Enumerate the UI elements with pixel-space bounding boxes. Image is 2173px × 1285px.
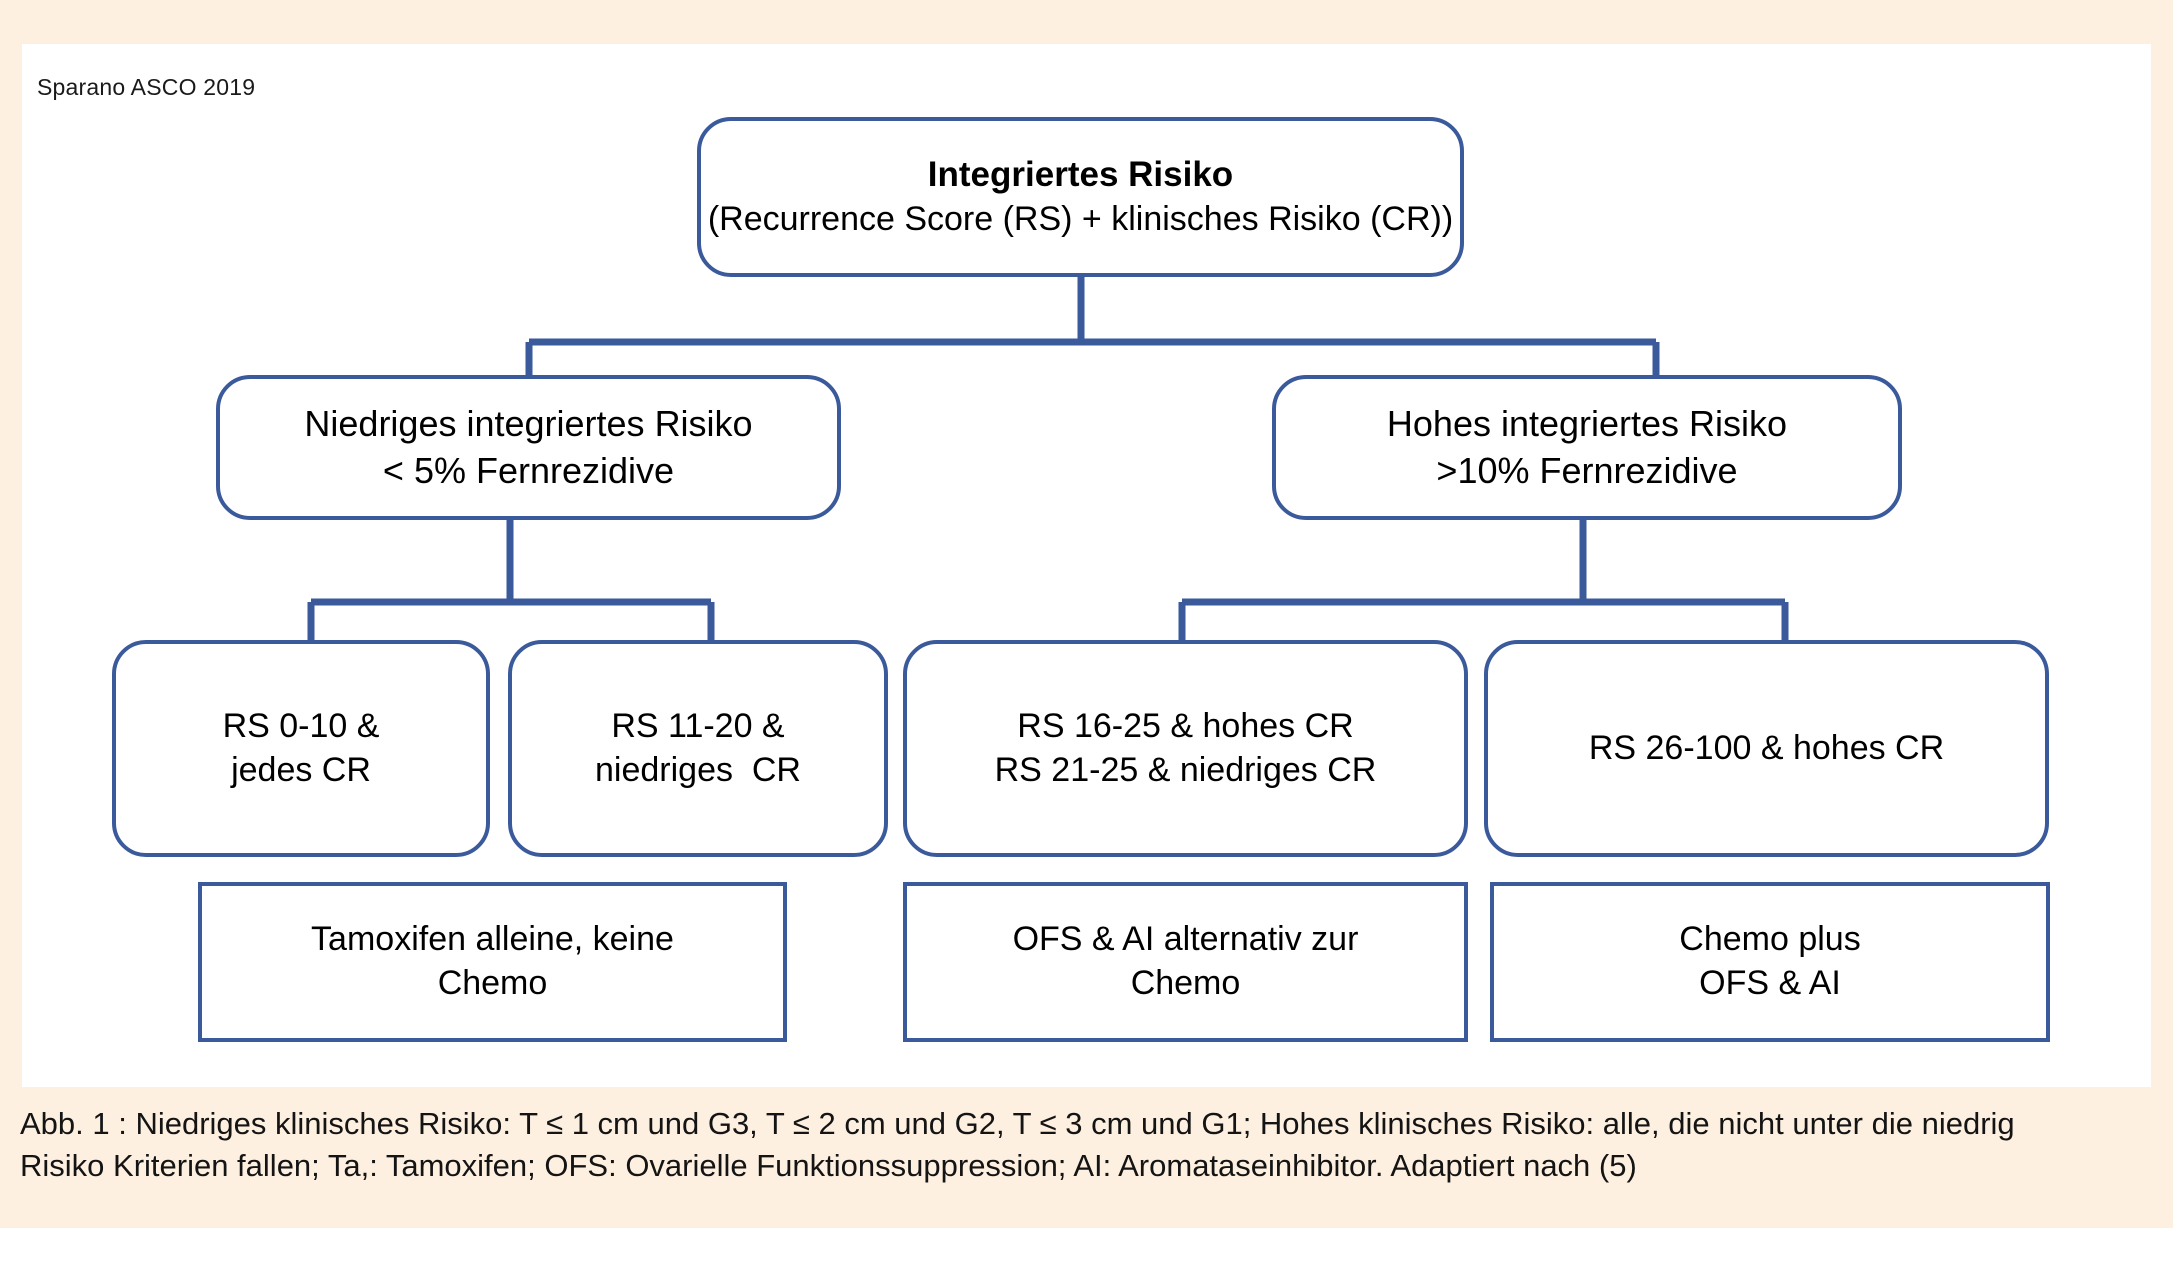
node-integriertes-risiko[interactable]: Integriertes Risiko (Recurrence Score (R… xyxy=(697,117,1464,277)
node-rs-11-20-line2: niedriges CR xyxy=(595,750,801,789)
node-hohes-integriertes-risiko[interactable]: Hohes integriertes Risiko >10% Fernrezid… xyxy=(1272,375,1902,520)
node-treat-tam-line2: Chemo xyxy=(437,964,548,1002)
node-treat-ofs-line1: OFS & AI alternativ zur xyxy=(1012,920,1359,959)
node-low-risk-line1: Niedriges integriertes Risiko xyxy=(304,403,753,445)
node-rs-0-10-line1: RS 0-10 & xyxy=(222,706,380,745)
node-treat-chemo-line2: OFS & AI xyxy=(1699,964,1841,1002)
node-rs-16-25-line1: RS 16-25 & hohes CR xyxy=(1017,706,1354,745)
node-rs-11-20-line1: RS 11-20 & xyxy=(611,706,785,745)
figure-caption: Abb. 1 : Niedriges klinisches Risiko: T … xyxy=(20,1103,2140,1187)
node-treatment-tamoxifen[interactable]: Tamoxifen alleine, keine Chemo xyxy=(198,882,787,1042)
node-treatment-chemo-plus[interactable]: Chemo plus OFS & AI xyxy=(1490,882,2050,1042)
node-treat-ofs-line2: Chemo xyxy=(1130,964,1241,1002)
node-rs-16-25-line2: RS 21-25 & niedriges CR xyxy=(994,750,1377,789)
node-rs-26-100[interactable]: RS 26-100 & hohes CR xyxy=(1484,640,2049,857)
caption-line-2: Risiko Kriterien fallen; Ta,: Tamoxifen;… xyxy=(20,1148,1637,1184)
node-rs-16-25[interactable]: RS 16-25 & hohes CR RS 21-25 & niedriges… xyxy=(903,640,1468,857)
node-rs-26-100-line1: RS 26-100 & hohes CR xyxy=(1588,728,1945,767)
caption-line-1: Abb. 1 : Niedriges klinisches Risiko: T … xyxy=(20,1106,2015,1141)
node-rs-0-10[interactable]: RS 0-10 & jedes CR xyxy=(112,640,490,857)
node-rs-11-20[interactable]: RS 11-20 & niedriges CR xyxy=(508,640,888,857)
source-credit-label: Sparano ASCO 2019 xyxy=(37,74,256,100)
node-treatment-ofs-ai[interactable]: OFS & AI alternativ zur Chemo xyxy=(903,882,1468,1042)
node-root-line2: (Recurrence Score (RS) + klinisches Risi… xyxy=(707,199,1454,238)
node-high-risk-line1: Hohes integriertes Risiko xyxy=(1386,403,1788,445)
node-niedriges-integriertes-risiko[interactable]: Niedriges integriertes Risiko < 5% Fernr… xyxy=(216,375,841,520)
node-rs-0-10-line2: jedes CR xyxy=(231,750,371,789)
node-treat-tam-line1: Tamoxifen alleine, keine xyxy=(311,920,674,959)
node-root-line1: Integriertes Risiko xyxy=(927,154,1234,194)
node-low-risk-line2: < 5% Fernrezidive xyxy=(382,449,675,491)
node-treat-chemo-line1: Chemo plus xyxy=(1679,920,1861,959)
node-high-risk-line2: >10% Fernrezidive xyxy=(1436,449,1738,491)
